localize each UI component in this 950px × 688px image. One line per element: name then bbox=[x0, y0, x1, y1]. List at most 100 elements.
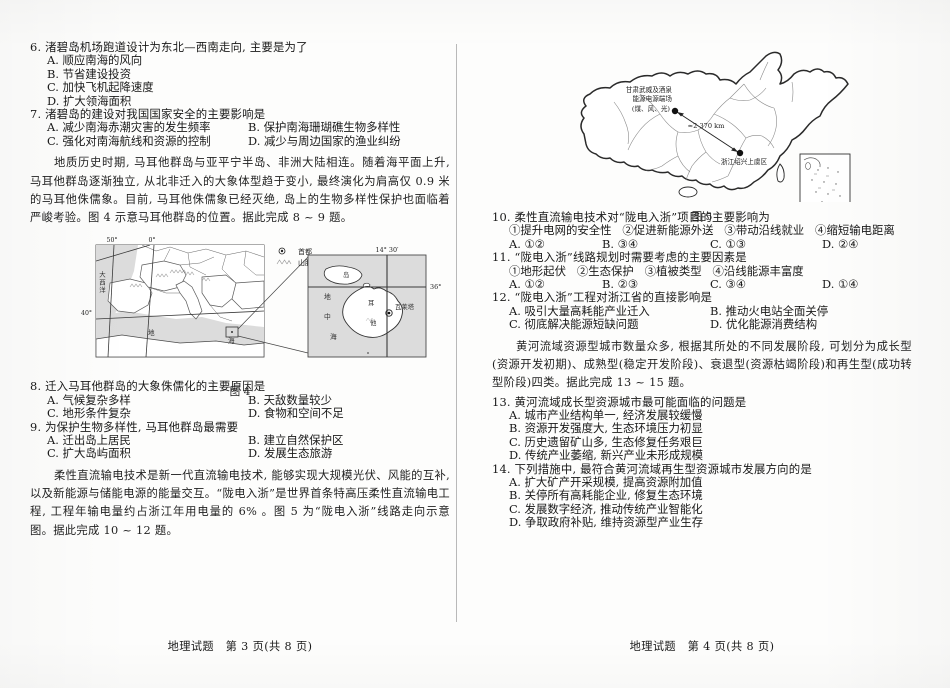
svg-text:50°: 50° bbox=[107, 237, 118, 244]
question-7-options-row-2[interactable]: C. 强化对南海航线和资源的控制 D. 减少与周边国家的渔业纠纷 bbox=[30, 133, 450, 148]
figure-5: 甘肃武威及酒泉 能源电源端场 (煤、风、光) ≈2 370 km 浙江绍兴上虞区 bbox=[492, 42, 912, 223]
svg-text:浙江绍兴上虞区: 浙江绍兴上虞区 bbox=[721, 157, 768, 166]
question-6-option-d[interactable]: D. 扩大领海面积 bbox=[47, 93, 132, 108]
question-7-option-a[interactable]: A. 减少南海赤潮灾害的发生频率 bbox=[47, 120, 211, 135]
question-6-option-a[interactable]: A. 顺应南海的风向 bbox=[47, 53, 143, 68]
question-7-option-b[interactable]: B. 保护南海珊瑚礁生物多样性 bbox=[248, 120, 401, 135]
question-9-option-d[interactable]: D. 发展生态旅游 bbox=[248, 446, 333, 461]
question-14-option-d[interactable]: D. 争取政府补贴, 维持资源型产业生存 bbox=[509, 515, 704, 530]
question-10-option-d[interactable]: D. ②④ bbox=[822, 236, 859, 251]
svg-text:中: 中 bbox=[324, 312, 331, 321]
svg-text:能源电源端场: 能源电源端场 bbox=[632, 94, 672, 103]
question-9-option-c[interactable]: C. 扩大岛屿面积 bbox=[47, 446, 131, 461]
question-14-option-a[interactable]: A. 扩大矿产开采规模, 提高资源附加值 bbox=[509, 474, 703, 489]
question-8-option-c[interactable]: C. 地形条件复杂 bbox=[47, 406, 131, 421]
question-12-options-row-2[interactable]: C. 彻底解决能源短缺问题 D. 优化能源消费结构 bbox=[492, 317, 912, 332]
question-10-option-c[interactable]: C. ①③ bbox=[710, 236, 746, 251]
south-china-sea-inset: 南海诸岛 bbox=[799, 153, 851, 217]
source-node bbox=[671, 107, 679, 115]
svg-text:首都: 首都 bbox=[298, 247, 312, 256]
question-12-option-c[interactable]: C. 彻底解决能源短缺问题 bbox=[509, 317, 639, 332]
svg-text:≈2 370 km: ≈2 370 km bbox=[688, 122, 725, 130]
destination-node bbox=[736, 149, 744, 157]
question-10-stem: 10. 柔性直流输电技术对“陇电入浙”项目的主要影响为 bbox=[492, 210, 770, 224]
question-11-item-1: ①地形起伏 bbox=[509, 263, 566, 278]
figure-4-legend: 首都 山脉 bbox=[276, 247, 312, 267]
question-12-option-d[interactable]: D. 优化能源消费结构 bbox=[710, 317, 818, 332]
question-8-options-row-2[interactable]: C. 地形条件复杂 D. 食物和空间不足 bbox=[30, 406, 450, 421]
passage-power-transmission: 柔性直流输电技术是新一代直流输电技术, 能够实现大规模光伏、风能的互补, 以及新… bbox=[30, 468, 450, 537]
question-11-numbered-items: ①地形起伏 ②生态保护 ③植被类型 ④沿线能源丰富度 bbox=[492, 263, 912, 278]
svg-text:地: 地 bbox=[324, 292, 331, 301]
svg-text:耳: 耳 bbox=[368, 299, 375, 307]
figure-4: 50° 0° 40° 大西洋 地 海 首都 bbox=[30, 231, 450, 398]
question-9-stem: 9. 为保护生物多样性, 马耳他群岛最需要 bbox=[30, 419, 239, 434]
footer-page-4: 地理试题 第 4 页(共 8 页) bbox=[629, 640, 775, 653]
question-9-option-a[interactable]: A. 迁出岛上居民 bbox=[47, 433, 131, 448]
passage-malta: 地质历史时期, 马耳他群岛与亚平宁半岛、非洲大陆相连。随着海平面上升, 马耳他群… bbox=[30, 156, 450, 225]
question-9-options-row-2[interactable]: C. 扩大岛屿面积 D. 发展生态旅游 bbox=[30, 446, 450, 461]
svg-text:山脉: 山脉 bbox=[298, 258, 312, 267]
passage-yellow-river: 黄河流域资源型城市数量众多, 根据其所处的不同发展阶段, 可划分为成长型(资源开… bbox=[492, 339, 912, 390]
question-14-stem: 14. 下列措施中, 最符合黄河流域再生型资源城市发展方向的是 bbox=[492, 461, 812, 476]
question-7-option-d[interactable]: D. 减少与周边国家的渔业纠纷 bbox=[248, 133, 401, 148]
question-7-option-c[interactable]: C. 强化对南海航线和资源的控制 bbox=[47, 133, 211, 148]
svg-text:瓦莱塔: 瓦莱塔 bbox=[395, 302, 415, 311]
question-10-option-a[interactable]: A. ①② bbox=[509, 236, 545, 251]
question-10-item-2: ②促进新能源外送 bbox=[622, 223, 714, 238]
question-7-stem: 7. 渚碧岛的建设对我国国家安全的主要影响是 bbox=[30, 107, 266, 122]
question-11-options[interactable]: A. ①② B. ②③ C. ③④ D. ①④ bbox=[492, 277, 912, 292]
question-13-option-d[interactable]: D. 传统产业萎缩, 新兴产业未形成规模 bbox=[509, 448, 704, 463]
question-11-item-3: ③植被类型 bbox=[644, 263, 702, 278]
question-7-options-row-1[interactable]: A. 减少南海赤潮灾害的发生频率 B. 保护南海珊瑚礁生物多样性 bbox=[30, 120, 450, 135]
svg-text:海: 海 bbox=[228, 336, 235, 345]
question-10-options[interactable]: A. ①② B. ③④ C. ①③ D. ②④ bbox=[492, 236, 912, 251]
svg-text:地: 地 bbox=[148, 328, 155, 337]
svg-text:大西洋: 大西洋 bbox=[98, 270, 106, 295]
question-10-item-3: ③带动沿线就业 bbox=[724, 223, 805, 238]
question-11-item-2: ②生态保护 bbox=[576, 263, 634, 278]
question-10-option-b[interactable]: B. ③④ bbox=[602, 236, 639, 251]
question-11-option-a[interactable]: A. ①② bbox=[509, 277, 545, 292]
question-10-item-4: ④缩短输电距离 bbox=[815, 223, 895, 238]
question-9-option-b[interactable]: B. 建立自然保护区 bbox=[248, 433, 344, 448]
question-11-stem: 11. “陇电入浙”线路规划时需要考虑的主要因素是 bbox=[492, 250, 747, 265]
question-8-option-d[interactable]: D. 食物和空间不足 bbox=[248, 406, 344, 421]
question-10-item-1: ①提升电网的安全性 bbox=[509, 223, 612, 238]
question-6-stem: 6. 渚碧岛机场跑道设计为东北—西南走向, 主要是为了 bbox=[30, 40, 308, 54]
question-8-options-row-1[interactable]: A. 气候复杂多样 B. 天敌数量较少 bbox=[30, 392, 450, 407]
question-11-option-d[interactable]: D. ①④ bbox=[822, 277, 859, 292]
question-13-option-a[interactable]: A. 城市产业结构单一, 经济发展较缓慢 bbox=[509, 407, 703, 422]
svg-text:0°: 0° bbox=[148, 237, 155, 244]
svg-text:14° 30′: 14° 30′ bbox=[376, 246, 399, 254]
question-14-option-c[interactable]: C. 发展数字经济, 推动传统产业智能化 bbox=[509, 501, 703, 516]
question-11-option-b[interactable]: B. ②③ bbox=[602, 277, 639, 292]
svg-text:(煤、风、光): (煤、风、光) bbox=[632, 104, 671, 113]
question-6-option-c[interactable]: C. 加快飞机起降速度 bbox=[47, 80, 154, 95]
footer-page-3: 地理试题 第 3 页(共 8 页) bbox=[167, 640, 313, 653]
svg-text:甘肃武威及酒泉: 甘肃武威及酒泉 bbox=[626, 85, 673, 94]
question-9-options-row-1[interactable]: A. 迁出岛上居民 B. 建立自然保护区 bbox=[30, 433, 450, 448]
question-11-option-c[interactable]: C. ③④ bbox=[710, 277, 746, 292]
left-column: 6. 渚碧岛机场跑道设计为东北—西南走向, 主要是为了 A. 顺应南海的风向 B… bbox=[30, 40, 450, 544]
svg-text:岛: 岛 bbox=[343, 270, 349, 279]
question-6-option-b[interactable]: B. 节省建设投资 bbox=[47, 66, 131, 81]
question-10-numbered-items: ①提升电网的安全性 ②促进新能源外送 ③带动沿线就业 ④缩短输电距离 bbox=[492, 225, 912, 236]
question-12-option-a[interactable]: A. 吸引大量高耗能产业迁入 bbox=[509, 303, 650, 318]
question-11-item-4: ④沿线能源丰富度 bbox=[712, 263, 804, 278]
question-12-option-b[interactable]: B. 推动火电站全面关停 bbox=[710, 303, 829, 318]
svg-text:海: 海 bbox=[330, 332, 337, 341]
question-12-options-row-1[interactable]: A. 吸引大量高耗能产业迁入 B. 推动火电站全面关停 bbox=[492, 303, 912, 318]
question-8-stem: 8. 迁入马耳他群岛的大象侏儒化的主要原因是 bbox=[30, 379, 266, 394]
question-13-option-c[interactable]: C. 历史遗留矿山多, 生态修复任务艰巨 bbox=[509, 434, 703, 449]
svg-text:36°: 36° bbox=[430, 283, 441, 291]
question-13-option-b[interactable]: B. 资源开发强度大, 生态环境压力初显 bbox=[509, 421, 703, 436]
question-13-stem: 13. 黄河流域成长型资源城市最可能面临的问题是 bbox=[492, 394, 747, 409]
question-12-stem: 12. “陇电入浙”工程对浙江省的直接影响是 bbox=[492, 290, 713, 305]
question-8-option-b[interactable]: B. 天敌数量较少 bbox=[248, 392, 332, 407]
figure-4-caption: 图 4 bbox=[229, 386, 251, 399]
question-14-option-b[interactable]: B. 关停所有高耗能企业, 修复生态环境 bbox=[509, 488, 703, 503]
question-8-option-a[interactable]: A. 气候复杂多样 bbox=[47, 392, 131, 407]
figure-5-caption: 图 5 bbox=[691, 211, 713, 223]
